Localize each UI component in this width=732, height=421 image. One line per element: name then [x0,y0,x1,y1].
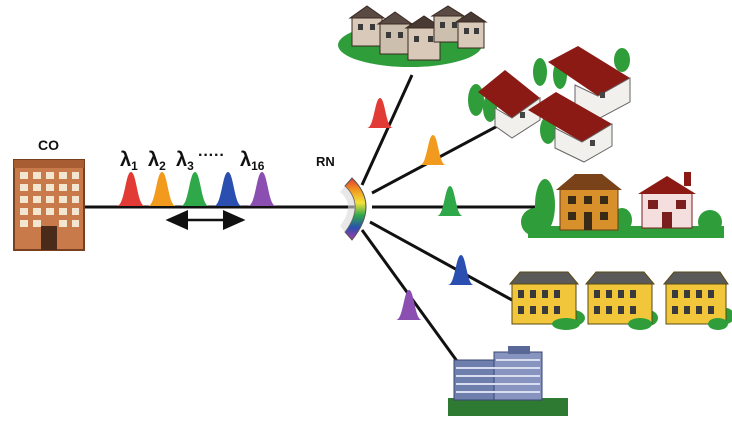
wavelength-labels: λ1 λ2 λ3 ····· λ16 [120,147,265,173]
prism-body [340,186,355,232]
branch-pulse-office-building [396,290,422,320]
branch-pulse-brick-houses [437,186,463,216]
lambda-1-label: λ1 [120,149,138,173]
fiber-links [85,74,535,369]
office-tower-icon [13,159,85,251]
wavelength-pulse-3 [181,172,209,206]
apartment-blocks-icon [508,271,732,330]
office-building-icon [448,346,568,416]
branch-fiber-1 [360,74,414,186]
branch-pulses [367,98,474,320]
lambda-16-label: λ16 [240,149,265,173]
wavelength-pulse-5 [248,172,276,206]
rn-label: RN [316,154,335,169]
co-label: CO [38,137,59,153]
wavelength-pulse-2 [148,172,176,206]
lambda-3-label: λ3 [176,149,194,173]
wavelength-pulse-4 [214,172,242,206]
ellipsis-label: ····· [198,147,225,164]
townhouses-icon [338,5,488,67]
red-roof-houses-icon [468,46,631,163]
lambda-2-label: λ2 [148,149,166,173]
branch-pulse-red-roof-houses [420,135,446,165]
branch-pulse-townhouses [367,98,393,128]
branch-fiber-4 [369,220,513,302]
brick-houses-icon [521,172,724,238]
branch-pulse-apartment-blocks [448,255,474,285]
wavelength-pulse-1 [117,172,145,206]
trunk-pulses [117,172,276,206]
